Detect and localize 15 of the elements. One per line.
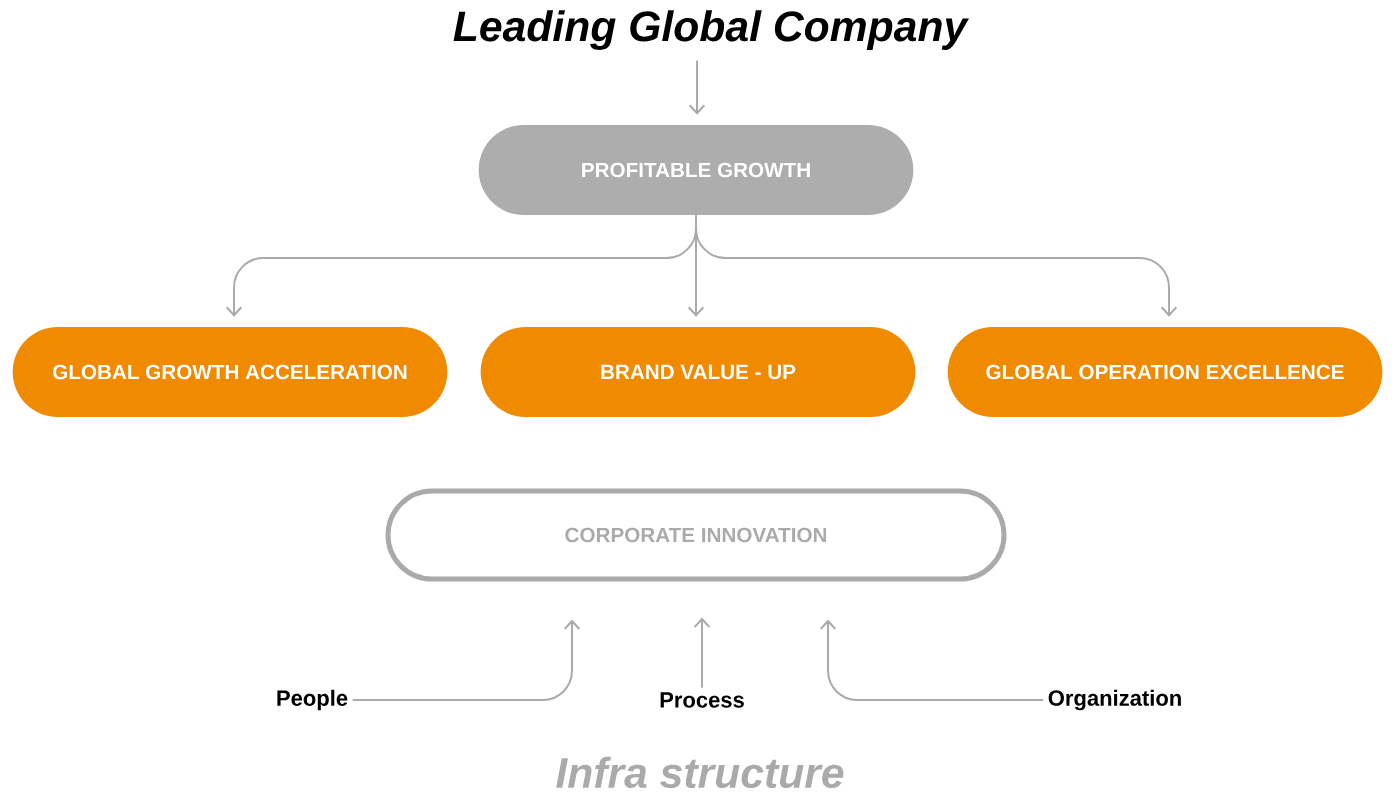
- pill-box: BRAND VALUE - UP: [480, 327, 916, 417]
- arrow: [693, 617, 711, 689]
- arrow: [819, 619, 1045, 701]
- heading-text: Leading Global Company: [453, 10, 969, 50]
- input-label: Process: [660, 692, 744, 708]
- pill-box: PROFITABLE GROWTH: [478, 125, 914, 215]
- pill-box: CORPORATE INNOVATION: [385, 488, 1007, 582]
- input-label: Organization: [1048, 689, 1181, 711]
- pill-box: GLOBAL GROWTH ACCELERATION: [12, 327, 448, 417]
- pill-box: GLOBAL OPERATION EXCELLENCE: [947, 327, 1383, 417]
- footer-text: Infra structure: [556, 756, 844, 789]
- arrow: [695, 214, 1178, 317]
- arrow: [351, 619, 581, 701]
- input-label: People: [277, 689, 348, 711]
- arrow: [688, 59, 706, 115]
